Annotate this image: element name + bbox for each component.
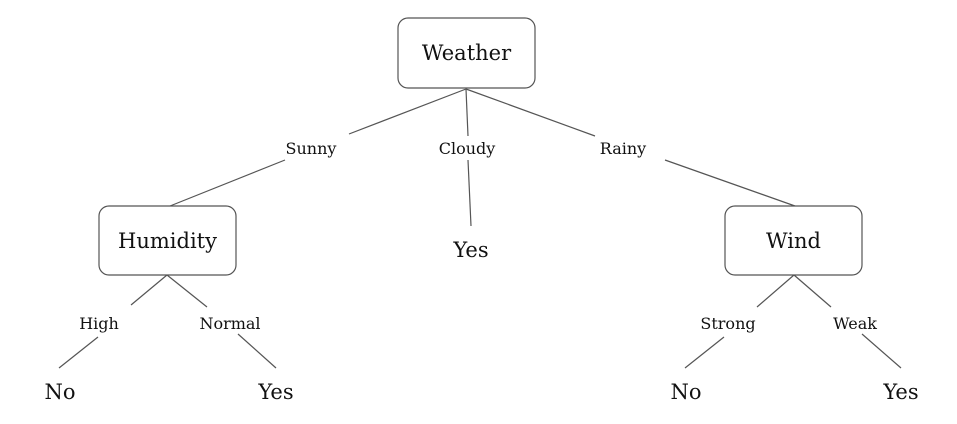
branch-label-normal: Normal xyxy=(199,314,260,333)
leaf-normal-yes: Yes xyxy=(257,380,293,404)
branch-label-sunny: Sunny xyxy=(286,139,337,158)
node-humidity-label: Humidity xyxy=(118,229,217,253)
edge-humidity-high xyxy=(130,274,168,306)
edge-weather-cloudy xyxy=(465,88,469,137)
leaf-weak-yes: Yes xyxy=(882,380,918,404)
node-weather-label: Weather xyxy=(422,41,512,65)
branch-label-weak: Weak xyxy=(833,314,877,333)
edge-sunny-humidity xyxy=(169,159,286,207)
branch-label-rainy: Rainy xyxy=(600,139,646,158)
edge-wind-strong xyxy=(756,274,795,308)
node-wind-label: Wind xyxy=(766,229,821,253)
branch-label-cloudy: Cloudy xyxy=(439,139,496,158)
edge-normal-yes xyxy=(237,333,277,369)
node-humidity-box xyxy=(98,205,237,276)
node-weather-box xyxy=(397,17,536,89)
edge-rainy-wind xyxy=(664,159,796,207)
node-wind: Wind xyxy=(724,205,863,276)
edge-wind-weak xyxy=(793,274,832,308)
edge-weather-rainy xyxy=(465,88,596,137)
branch-label-strong: Strong xyxy=(700,314,755,333)
branch-label-high: High xyxy=(79,314,119,333)
edge-cloudy-yes xyxy=(467,159,472,227)
node-weather: Weather xyxy=(397,17,536,89)
node-humidity: Humidity xyxy=(98,205,237,276)
leaf-high-no: No xyxy=(44,380,75,404)
edge-strong-no xyxy=(684,336,725,369)
node-wind-box xyxy=(724,205,863,276)
edge-weak-yes xyxy=(861,333,902,369)
edge-high-no xyxy=(58,336,99,369)
leaf-cloudy-yes: Yes xyxy=(452,238,488,262)
leaf-strong-no: No xyxy=(670,380,701,404)
edge-weather-sunny xyxy=(348,88,467,135)
edge-humidity-normal xyxy=(166,274,208,308)
